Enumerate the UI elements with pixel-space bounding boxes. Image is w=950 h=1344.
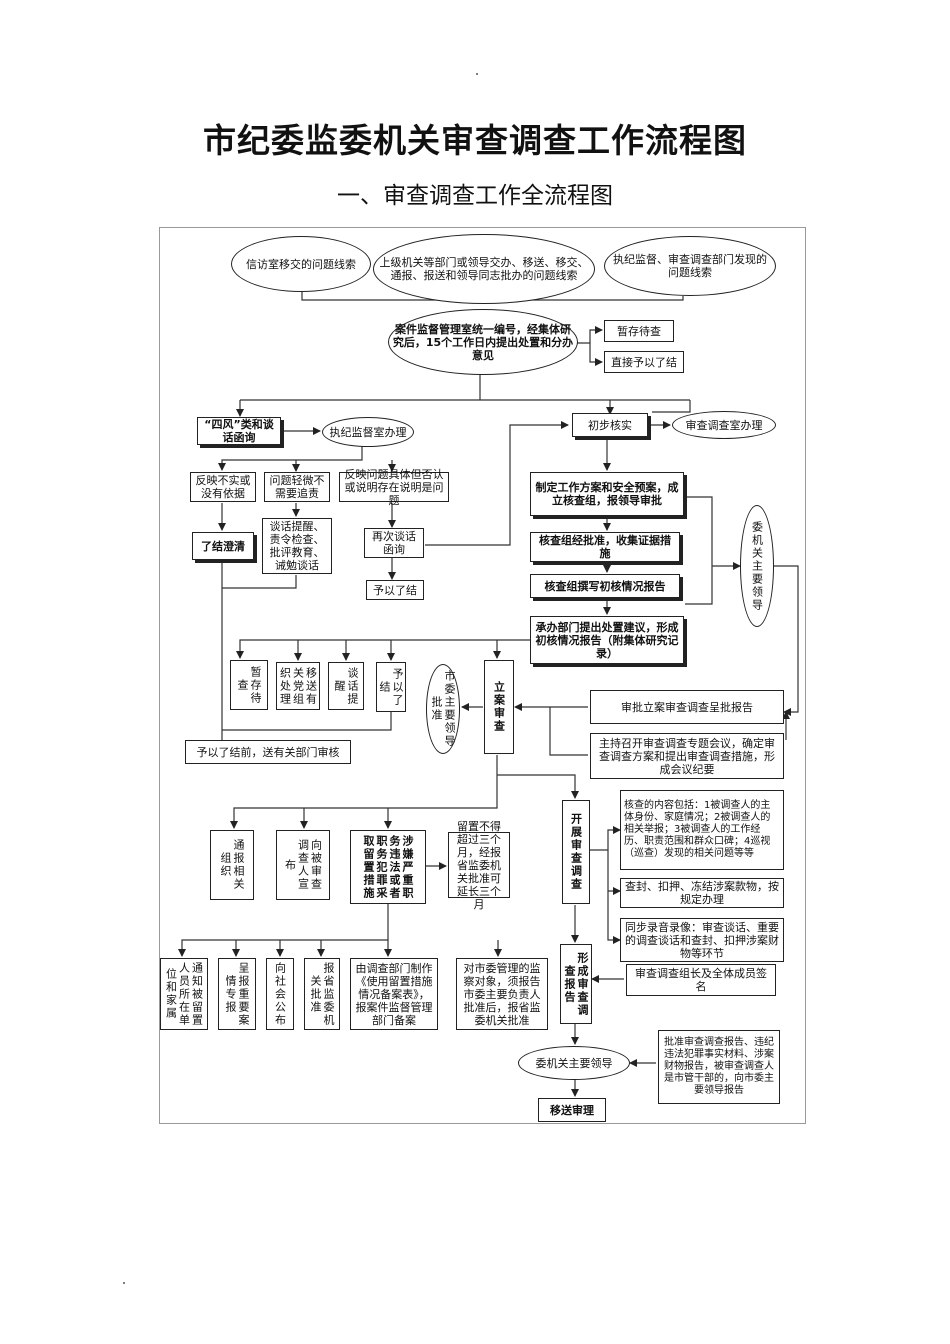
connector <box>222 712 392 731</box>
node-xiang-shehui: 向社会公布 <box>266 958 294 1030</box>
node-yisong-shenli: 移送审理 <box>538 1098 606 1122</box>
node-you-diaocha: 由调查部门制作《使用留置措施情况备案表》，报案件监督管理部门备案 <box>350 958 438 1030</box>
node-shenchaban: 审查调查室办理 <box>672 411 776 439</box>
connector <box>652 400 691 413</box>
connector <box>185 560 223 751</box>
connector <box>425 421 569 546</box>
node-sifeng: “四风”类和谈话函询 <box>197 417 281 445</box>
node-shenpi-baogao: 审批立案审查调查呈批报告 <box>590 690 784 724</box>
node-xiang-shencha: 向被审查调查人宣布 <box>276 830 330 900</box>
node-tanhua-group: 谈话提醒、责令检查、批评教育、诫勉谈话 <box>262 518 332 574</box>
connector <box>549 707 588 756</box>
node-hecha-neirong: 核查的内容包括：1被调查人的主体身份、家庭情况；2被调查人的相关举报；3被调查人… <box>620 790 784 870</box>
node-shiwei-pizhun: 市委主要领导批准 <box>426 664 460 754</box>
node-liaojie-hou: 予以了结前，送有关部门审核 <box>185 740 351 764</box>
connector <box>773 565 799 716</box>
node-zancun-top: 暂存待查 <box>604 320 674 342</box>
node-liuzhi-qixian: 留置不得超过三个月，经报省监委机关批准可延长三个月 <box>448 820 510 911</box>
node-fanying-bushi: 反映不实或没有依据 <box>190 472 256 502</box>
connector <box>607 891 621 944</box>
node-yiyi-liaojie: 予以了结 <box>366 580 424 600</box>
node-tongbu-luyin: 同步录音录像：审查谈话、重要的调查谈话和查封、扣押涉案财物等环节 <box>620 918 784 962</box>
node-tongzhi-jiashu: 通知被留置人员所在单位和家属 <box>160 958 208 1030</box>
node-zhiding-fangan: 制定工作方案和安全预案，成立核查组，报领导审批 <box>530 472 684 516</box>
connector <box>230 755 498 829</box>
node-weiji-lingdao: 委机关主要领导 <box>740 505 774 627</box>
page-dot-bottom <box>123 1282 125 1284</box>
node-kaizhan: 开展审查调查 <box>562 800 590 904</box>
node-liaojie-chengqing: 了结澄清 <box>192 532 254 560</box>
node-dui-shiwei: 对市委管理的监察对象，须报告市委主要负责人批准后，报省监委机关批准 <box>456 958 548 1030</box>
node-anjian-jiandu: 案件监督管理室统一编号，经集体研究后，15个工作日内提出处置和分办意见 <box>388 309 578 375</box>
connector <box>590 826 621 851</box>
connector <box>577 326 603 344</box>
node-shencha-zuzhang: 审查调查组长及全体成员签名 <box>626 964 776 996</box>
node-shexian-liuzhi: 涉嫌严重职务违法或者职务犯罪采取留置措施 <box>350 830 426 904</box>
node-chubu-heshi: 初步核实 <box>572 413 648 437</box>
node-hecha-zhuanxie: 核查组撰写初核情况报告 <box>530 574 680 598</box>
node-zancun: 暂存待查 <box>230 660 268 710</box>
connector <box>178 904 389 957</box>
connector <box>470 296 684 301</box>
node-xingcheng-baogao: 形成审查调查报告 <box>560 944 592 1024</box>
node-tongbao: 通报相关组织 <box>210 830 254 900</box>
flowchart-frame <box>159 227 806 1124</box>
node-weiji-zhuyao: 委机关主要领导 <box>518 1046 630 1080</box>
node-zhijie-liaojie: 直接予以了结 <box>604 351 684 373</box>
node-xinfang-xiansuo: 信访室移交的问题线索 <box>231 236 371 292</box>
node-chafeng: 查封、扣押、冻结涉案款物，按规定办理 <box>620 878 784 908</box>
connector <box>222 575 297 589</box>
node-hecha-pizhun: 核查组经批准，收集证据措施 <box>530 532 680 562</box>
node-chengban: 承办部门提出处置建议，形成初核情况报告（附集体研究记录） <box>530 616 684 664</box>
connector <box>218 446 363 471</box>
node-zhiji-xiansuo: 执纪监督、审查调查部门发现的问题线索 <box>604 236 776 296</box>
connector <box>607 850 621 895</box>
node-zaici-tanhua: 再次谈话函询 <box>364 528 424 558</box>
page-subtitle: 一、审查调查工作全流程图 <box>337 183 613 209</box>
node-fanying-juti: 反映问题具体但否认或说明存在说明是问题 <box>339 468 449 507</box>
node-zhuchi-huiyi: 主持召开审查调查专题会议，确定审查调查方案和提出审查调查措施，形成会议纪要 <box>590 733 784 779</box>
page-title: 市纪委监委机关审查调查工作流程图 <box>203 121 747 160</box>
node-baosheng-pizhun: 报省监委机关批准 <box>304 958 340 1030</box>
page-dot-top <box>476 73 478 75</box>
node-tanhua-tixing: 谈话提醒 <box>328 662 364 710</box>
node-wenti-qingwei: 问题轻微不需要追责 <box>264 472 330 502</box>
connector <box>497 774 579 799</box>
node-yisong-youguan: 移送有关党组织处理 <box>276 662 320 710</box>
connector <box>589 343 603 366</box>
node-zhijijiandu: 执纪监督室办理 <box>322 417 414 447</box>
connector <box>301 292 470 301</box>
connector <box>236 639 530 659</box>
node-lian-shencha: 立案审查 <box>484 660 514 754</box>
node-chengbao-zhongyao: 呈报重要案情专报 <box>218 958 256 1030</box>
node-shangji-xiansuo: 上级机关等部门或领导交办、移送、移交、通报、报送和领导同志批办的问题线索 <box>373 234 595 304</box>
node-pizhun-baogao: 批准审查调查报告、违纪违法犯罪事实材料、涉案财物报告，被审查调查人是市管干部的，… <box>658 1030 780 1104</box>
node-yiyi-jie: 予以了结 <box>376 662 406 712</box>
